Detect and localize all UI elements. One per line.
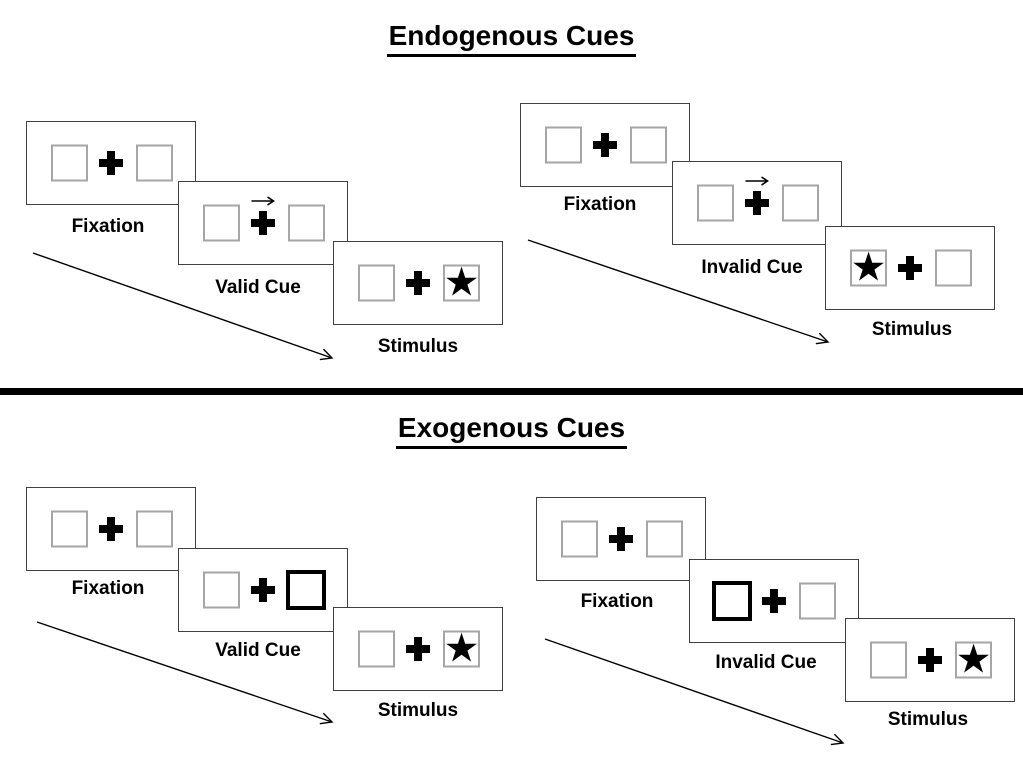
fixation-cross-icon xyxy=(898,256,922,280)
fixation-cross-icon xyxy=(609,527,633,551)
fixation-cross-icon xyxy=(251,578,275,602)
right-target-box: ★ xyxy=(955,636,992,683)
left-placeholder-box xyxy=(51,510,88,548)
left-placeholder-box xyxy=(51,144,88,182)
invalid-cue-card xyxy=(689,559,859,643)
card-label-stimulus: Stimulus xyxy=(377,336,459,357)
stimulus-card: ★ xyxy=(333,241,503,325)
fixation-cross-icon xyxy=(99,517,123,541)
left-placeholder-box xyxy=(561,520,598,558)
fixation-cross-icon xyxy=(762,589,786,613)
right-placeholder-box xyxy=(935,249,972,287)
left-placeholder-box xyxy=(358,630,395,668)
left-placeholder-box xyxy=(203,204,240,242)
fixation-card xyxy=(536,497,706,581)
target-star-icon: ★ xyxy=(443,625,480,672)
left-placeholder-box xyxy=(870,641,907,679)
fixation-cross-icon xyxy=(593,133,617,157)
left-placeholder-box xyxy=(545,126,582,164)
left-placeholder-box xyxy=(358,264,395,302)
card-label-valid-cue: Valid Cue xyxy=(215,640,301,661)
section-title-text: Endogenous Cues xyxy=(386,20,637,58)
stimulus-card: ★ xyxy=(333,607,503,691)
fixation-card xyxy=(26,121,196,205)
card-label-fixation: Fixation xyxy=(71,216,145,237)
right-placeholder-box xyxy=(136,510,173,548)
left-placeholder-box xyxy=(203,571,240,609)
fixation-cross-icon xyxy=(406,637,430,661)
section-title-text: Exogenous Cues xyxy=(395,412,628,450)
section-title-exogenous: Exogenous Cues xyxy=(0,412,1023,450)
right-target-box: ★ xyxy=(443,259,480,306)
card-label-stimulus: Stimulus xyxy=(377,700,459,721)
section-divider xyxy=(0,388,1023,395)
fixation-cross-icon xyxy=(99,151,123,175)
fixation-card xyxy=(520,103,690,187)
right-placeholder-box xyxy=(288,204,325,242)
invalid-cue-card xyxy=(672,161,842,245)
cue-highlight-box xyxy=(286,570,326,610)
right-placeholder-box xyxy=(782,184,819,222)
right-target-box: ★ xyxy=(443,625,480,672)
right-placeholder-box xyxy=(646,520,683,558)
card-label-fixation: Fixation xyxy=(580,591,654,612)
fixation-cross-icon xyxy=(745,191,769,215)
target-star-icon: ★ xyxy=(850,244,887,291)
timeline-arrow-endogenous-valid xyxy=(32,252,334,361)
card-label-stimulus: Stimulus xyxy=(871,319,953,340)
card-label-fixation: Fixation xyxy=(71,578,145,599)
stimulus-card: ★ xyxy=(825,226,995,310)
fixation-cross-icon xyxy=(251,211,275,235)
card-label-invalid-cue: Invalid Cue xyxy=(715,652,817,673)
right-placeholder-box xyxy=(799,582,836,620)
card-label-invalid-cue: Invalid Cue xyxy=(701,257,803,278)
timeline-arrow-exogenous-valid xyxy=(36,621,334,725)
fixation-cross-icon xyxy=(918,648,942,672)
section-title-endogenous: Endogenous Cues xyxy=(0,20,1023,58)
valid-cue-card xyxy=(178,548,348,632)
left-target-box: ★ xyxy=(850,244,887,291)
stimulus-card: ★ xyxy=(845,618,1015,702)
left-placeholder-box xyxy=(697,184,734,222)
cue-arrow-right-icon xyxy=(745,176,769,186)
valid-cue-card xyxy=(178,181,348,265)
cue-arrow-right-icon xyxy=(251,196,275,206)
right-placeholder-box xyxy=(136,144,173,182)
card-label-stimulus: Stimulus xyxy=(887,709,969,730)
card-label-fixation: Fixation xyxy=(563,194,637,215)
fixation-cross-icon xyxy=(406,271,430,295)
right-placeholder-box xyxy=(630,126,667,164)
target-star-icon: ★ xyxy=(443,259,480,306)
card-label-valid-cue: Valid Cue xyxy=(215,277,301,298)
fixation-card xyxy=(26,487,196,571)
target-star-icon: ★ xyxy=(955,636,992,683)
cue-highlight-box xyxy=(712,581,752,621)
